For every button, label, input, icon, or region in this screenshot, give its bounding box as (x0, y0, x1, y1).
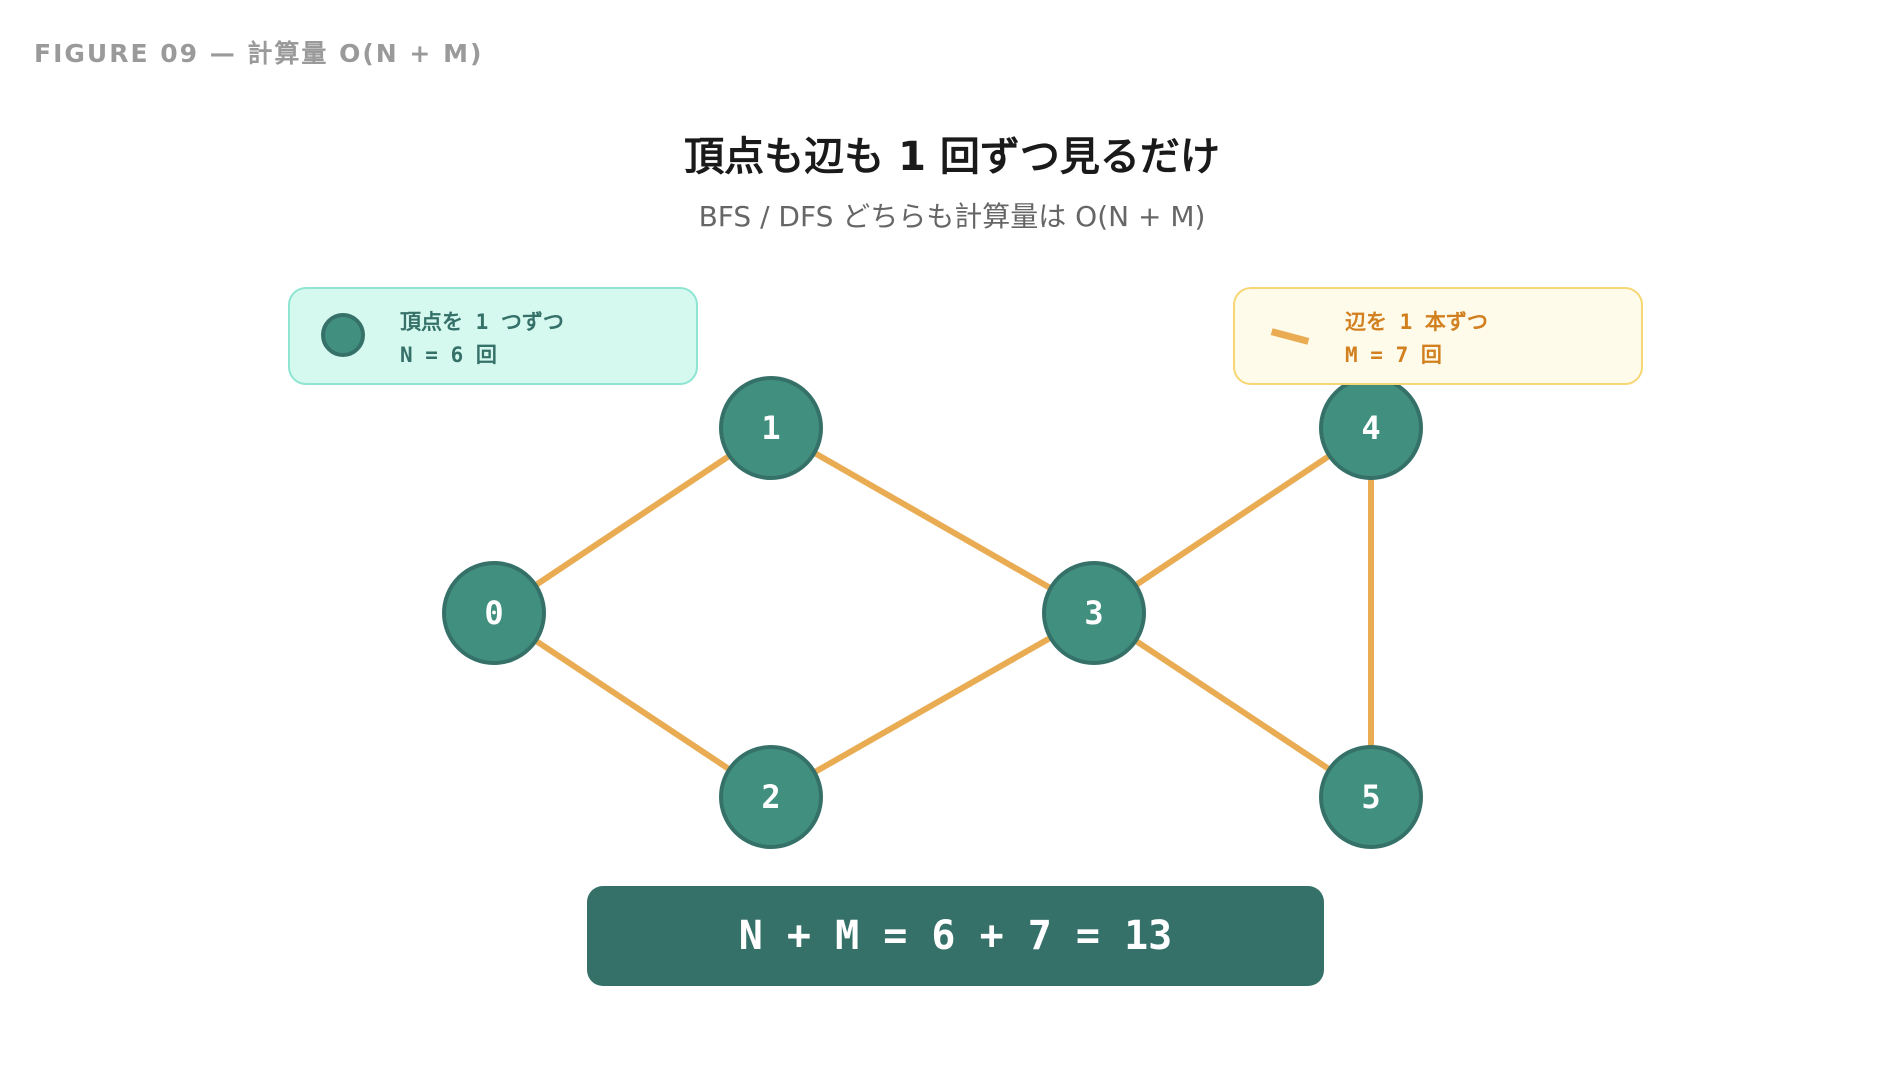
edge-0-1 (492, 425, 773, 616)
node-label: 0 (484, 594, 503, 632)
edge-0-2 (492, 610, 773, 800)
legend-edge: 辺を 1 本ずつ M = 7 回 (1233, 287, 1643, 385)
diagram-subtitle: BFS / DFS どちらも計算量は O(N + M) (698, 200, 1206, 233)
legend-vertex-line1: 頂点を 1 つずつ (400, 310, 564, 334)
formula-box: N + M = 6 + 7 = 13 (587, 886, 1324, 986)
edge-3-4 (1092, 425, 1373, 616)
node-0: 0 (442, 561, 546, 665)
node-2: 2 (719, 745, 823, 849)
node-3: 3 (1042, 561, 1146, 665)
figure-label: FIGURE 09 — 計算量 O(N + M) (34, 39, 484, 68)
node-label: 1 (761, 409, 780, 447)
edge-1-3 (769, 425, 1096, 616)
node-5: 5 (1319, 745, 1423, 849)
legend-edge-line2: M = 7 回 (1345, 343, 1442, 367)
node-circle (1319, 745, 1423, 849)
legend-vertex: 頂点を 1 つずつ N = 6 回 (288, 287, 698, 385)
node-1: 1 (719, 376, 823, 480)
node-circle (719, 376, 823, 480)
node-label: 3 (1084, 594, 1103, 632)
diagram-title: 頂点も辺も 1 回ずつ見るだけ (684, 134, 1220, 180)
edge-3-5 (1092, 610, 1373, 800)
node-circle (1042, 561, 1146, 665)
legend-edge-line1: 辺を 1 本ずつ (1345, 310, 1488, 334)
vertex-icon (321, 313, 365, 357)
edge-2-3 (769, 610, 1096, 800)
node-circle (719, 745, 823, 849)
node-circle (442, 561, 546, 665)
legend-vertex-line2: N = 6 回 (400, 343, 497, 367)
node-4: 4 (1319, 376, 1423, 480)
node-label: 4 (1361, 409, 1380, 447)
node-label: 2 (761, 778, 780, 816)
edge-icon (1270, 328, 1310, 345)
node-label: 5 (1361, 778, 1380, 816)
